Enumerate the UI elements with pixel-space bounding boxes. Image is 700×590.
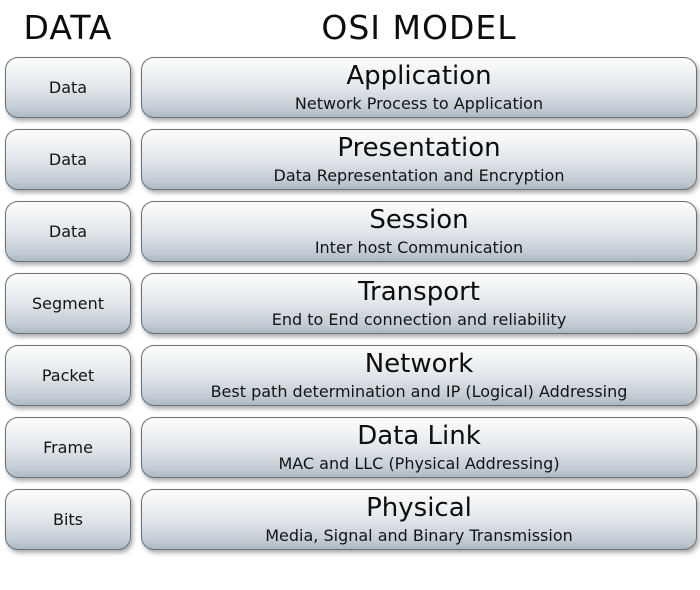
pdu-label: Data: [48, 221, 88, 241]
layer-description: Inter host Communication: [314, 237, 524, 257]
pdu-box-network: Packet: [5, 345, 131, 406]
layer-description: Media, Signal and Binary Transmission: [265, 525, 573, 545]
layer-name: Session: [369, 204, 469, 235]
layer-description: Data Representation and Encryption: [273, 165, 565, 185]
layer-name: Application: [346, 60, 492, 91]
pdu-label: Data: [48, 77, 88, 97]
layer-name: Network: [364, 348, 474, 379]
pdu-label: Frame: [43, 437, 93, 457]
pdu-box-physical: Bits: [5, 489, 131, 550]
pdu-label: Packet: [41, 365, 95, 385]
layer-name: Physical: [366, 492, 472, 523]
layer-description: Network Process to Application: [294, 93, 544, 113]
layer-description: End to End connection and reliability: [271, 309, 567, 329]
pdu-label: Segment: [32, 293, 104, 313]
pdu-box-session: Data: [5, 201, 131, 262]
layer-box-application: Application Network Process to Applicati…: [141, 57, 697, 118]
layer-box-network: Network Best path determination and IP (…: [141, 345, 697, 406]
pdu-box-transport: Segment: [5, 273, 131, 334]
pdu-box-data-link: Frame: [5, 417, 131, 478]
layer-description: Best path determination and IP (Logical)…: [210, 381, 628, 401]
layer-box-session: Session Inter host Communication: [141, 201, 697, 262]
layer-box-data-link: Data Link MAC and LLC (Physical Addressi…: [141, 417, 697, 478]
pdu-box-presentation: Data: [5, 129, 131, 190]
layer-box-physical: Physical Media, Signal and Binary Transm…: [141, 489, 697, 550]
pdu-label: Bits: [52, 509, 84, 529]
pdu-label: Data: [48, 149, 88, 169]
layer-box-transport: Transport End to End connection and reli…: [141, 273, 697, 334]
diagram-grid: DATA OSI MODEL Data Application Network …: [5, 8, 697, 550]
pdu-box-application: Data: [5, 57, 131, 118]
osi-model-header: OSI MODEL: [321, 7, 517, 47]
layer-box-presentation: Presentation Data Representation and Enc…: [141, 129, 697, 190]
layer-name: Transport: [357, 276, 480, 307]
layer-description: MAC and LLC (Physical Addressing): [278, 453, 560, 473]
data-column-header: DATA: [23, 7, 113, 47]
layer-name: Data Link: [357, 420, 481, 451]
layer-name: Presentation: [337, 132, 501, 163]
